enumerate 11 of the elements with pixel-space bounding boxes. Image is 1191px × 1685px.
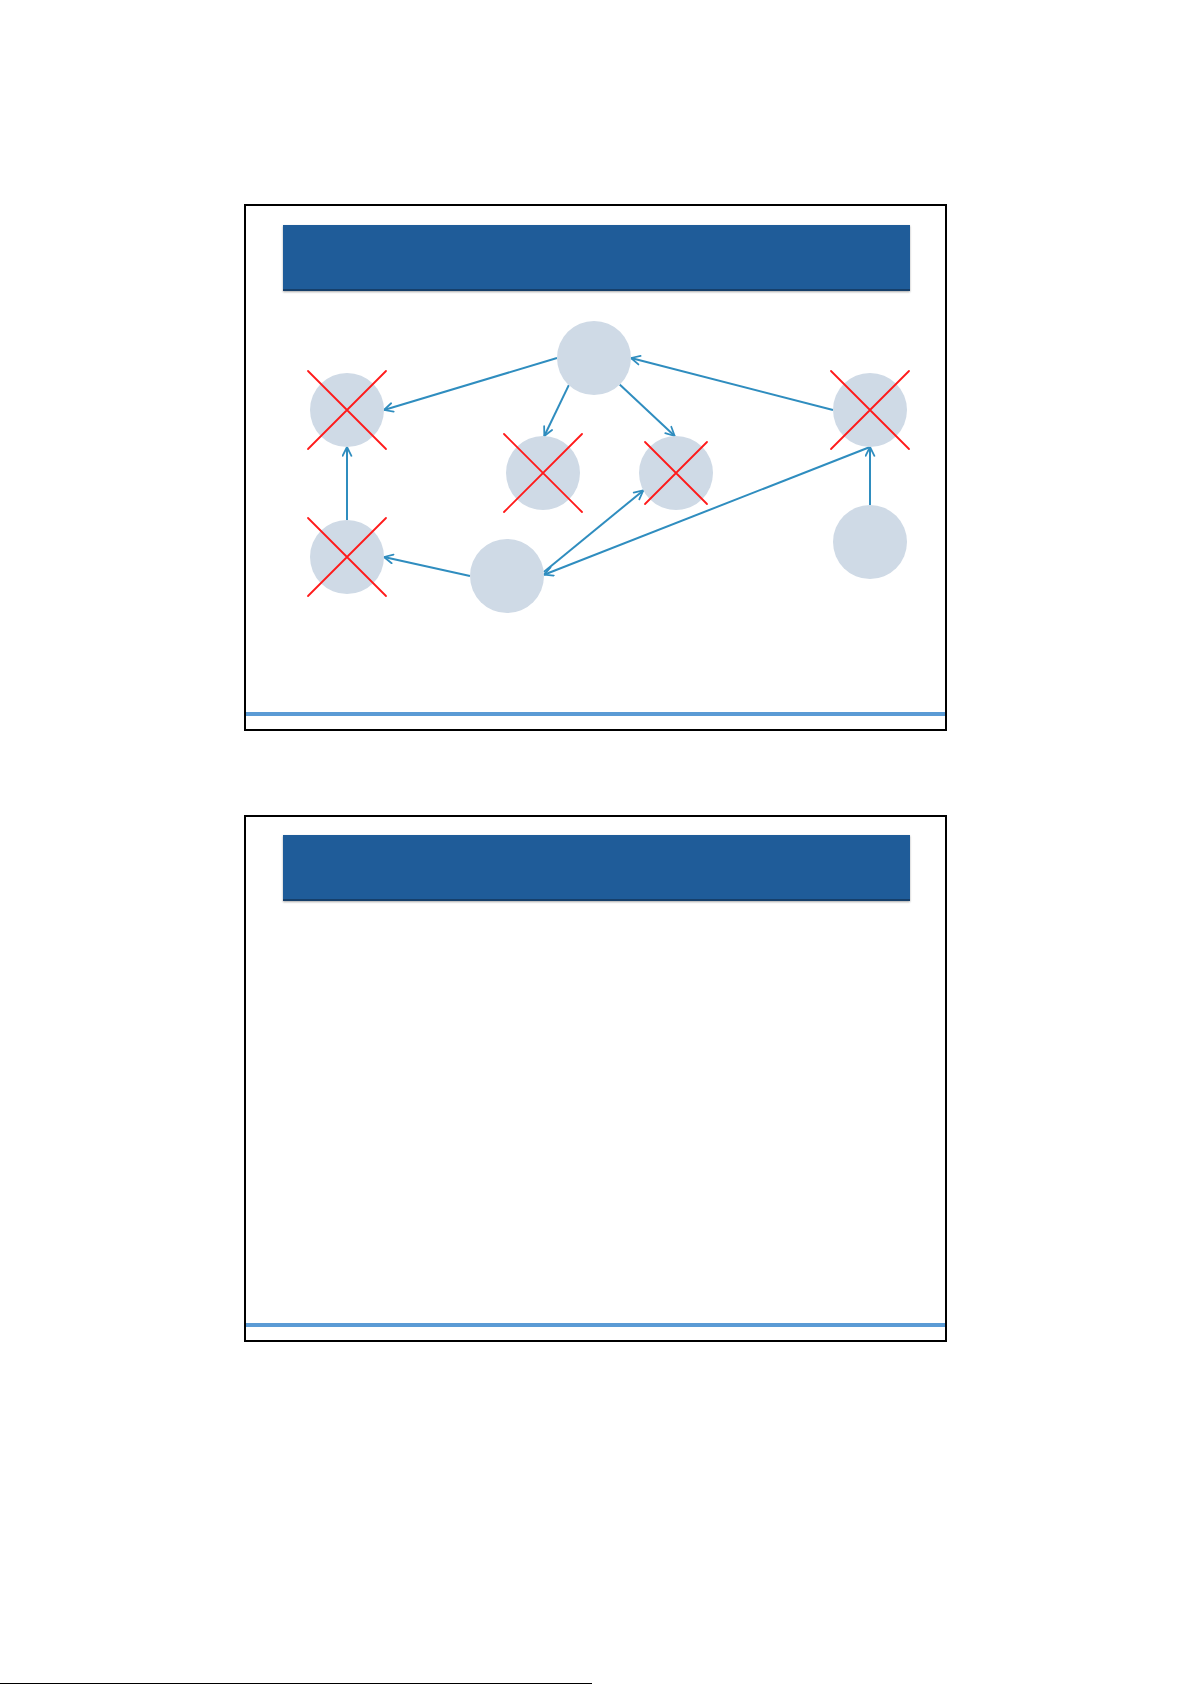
arrow bbox=[543, 446, 871, 577]
arrow bbox=[341, 446, 353, 521]
arrow bbox=[383, 553, 471, 577]
title-bar bbox=[283, 835, 910, 901]
arrow bbox=[618, 383, 676, 437]
arrow bbox=[383, 357, 558, 413]
arrow bbox=[543, 384, 570, 437]
title-bar bbox=[283, 225, 910, 291]
arrow bbox=[542, 489, 645, 574]
arrow bbox=[630, 355, 834, 411]
arrow bbox=[864, 446, 876, 506]
